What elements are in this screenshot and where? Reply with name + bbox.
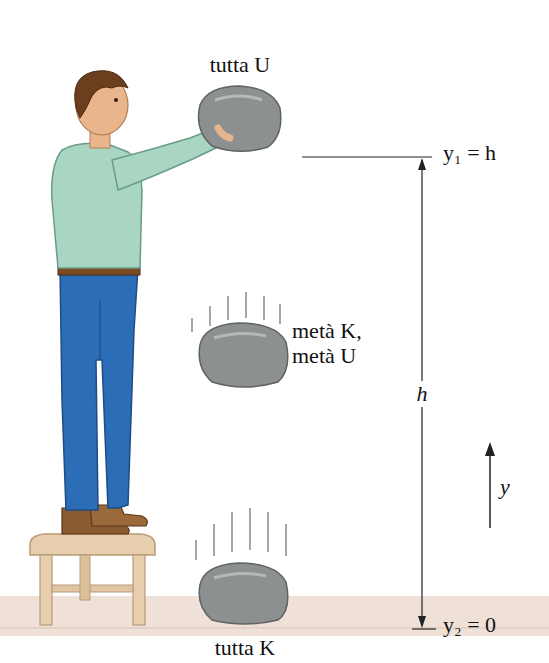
rock-middle bbox=[199, 323, 288, 387]
motion-lines bbox=[192, 292, 286, 560]
axis-arrow bbox=[485, 442, 495, 528]
axis-label: y bbox=[500, 474, 510, 499]
energy-label: tutta U bbox=[210, 52, 271, 77]
rock-bottom bbox=[199, 563, 288, 624]
dimension-label: h bbox=[415, 381, 430, 406]
height-label: y₁ = h bbox=[443, 140, 496, 165]
reference-line bbox=[302, 156, 432, 157]
energy-label: tutta K bbox=[215, 635, 276, 660]
reference-line bbox=[412, 628, 436, 629]
stool bbox=[30, 534, 155, 625]
height-label: y₂ = 0 bbox=[443, 612, 496, 637]
energy-label: metà K, metà U bbox=[292, 318, 388, 369]
rock-top bbox=[199, 86, 281, 151]
